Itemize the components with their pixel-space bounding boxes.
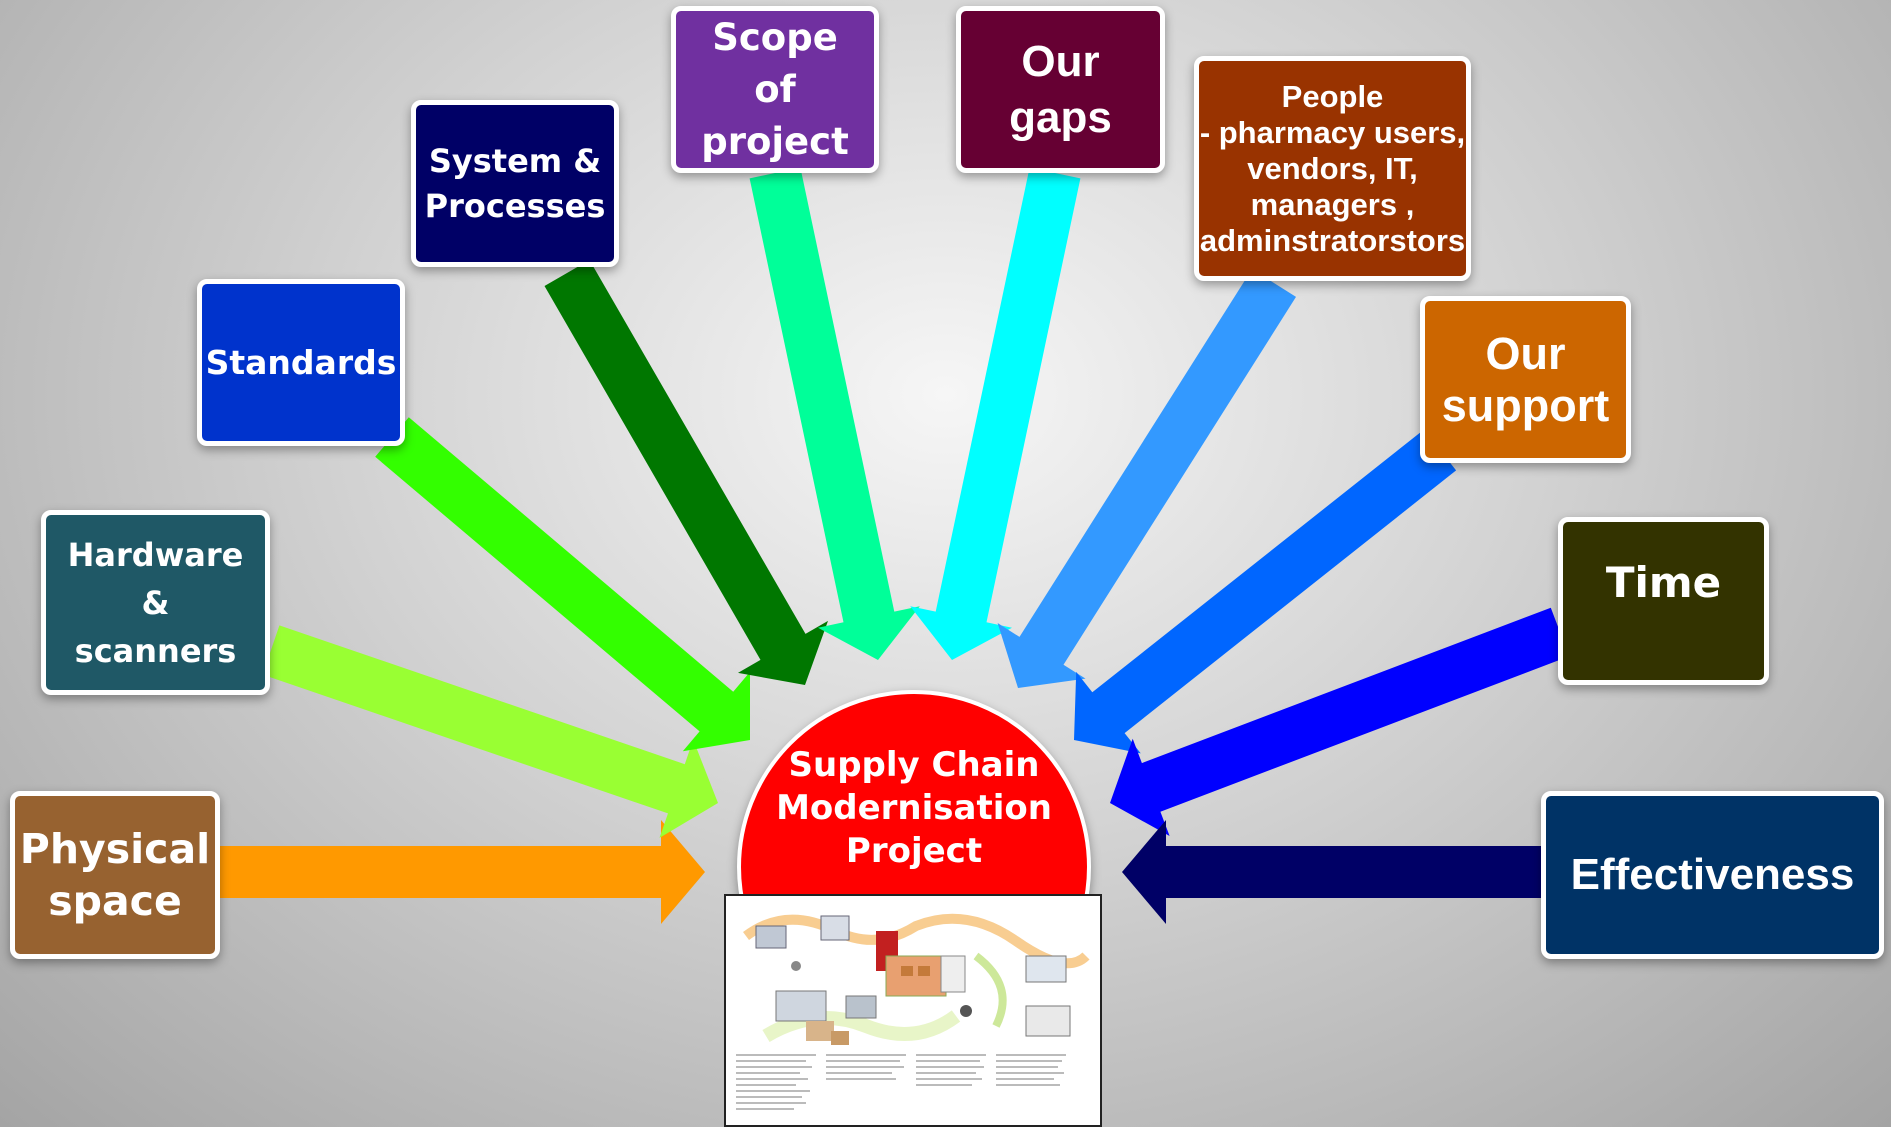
factor-label-people: People - pharmacy users, vendors, IT, ma… <box>1199 78 1466 258</box>
arrow-system-processes <box>544 260 828 685</box>
factor-box-hardware-scanners: Hardware & scanners <box>41 510 270 695</box>
arrow-people <box>997 269 1296 688</box>
factor-box-standards: Standards <box>197 279 405 446</box>
factor-label-standards: Standards <box>205 342 397 382</box>
factor-label-our-support: Our support <box>1441 327 1610 431</box>
arrow-hardware-scanners <box>262 625 718 838</box>
warehouse-illustration-image <box>726 896 1100 1125</box>
factor-box-our-gaps: Our gaps <box>956 6 1165 173</box>
arrow-our-support <box>1074 429 1457 754</box>
factor-box-scope-of-project: Scope of project <box>671 6 879 173</box>
center-label: Supply Chain Modernisation Project <box>776 745 1052 871</box>
factor-label-effectiveness: Effectiveness <box>1570 850 1855 899</box>
factor-label-our-gaps: Our gaps <box>1009 36 1112 142</box>
factor-label-time: Time <box>1605 558 1722 607</box>
arrow-effectiveness <box>1122 820 1541 924</box>
arrow-physical-space <box>220 820 705 924</box>
factor-box-people: People - pharmacy users, vendors, IT, ma… <box>1194 56 1471 281</box>
factor-box-our-support: Our support <box>1420 296 1631 463</box>
factor-label-hardware-scanners: Hardware & scanners <box>67 535 244 670</box>
arrow-time <box>1110 607 1570 836</box>
arrow-standards <box>375 417 750 752</box>
factor-box-time: Time <box>1558 517 1769 685</box>
factor-box-physical-space: Physical space <box>10 791 220 959</box>
arrow-our-gaps <box>910 167 1081 660</box>
factor-box-system-processes: System & Processes <box>411 100 619 267</box>
factor-label-physical-space: Physical space <box>19 825 211 925</box>
factor-label-scope-of-project: Scope of project <box>701 15 849 163</box>
supply-chain-illustration <box>724 894 1102 1127</box>
factor-box-effectiveness: Effectiveness <box>1541 791 1884 959</box>
factor-label-system-processes: System & Processes <box>424 141 606 225</box>
arrow-scope-of-project <box>749 167 920 660</box>
